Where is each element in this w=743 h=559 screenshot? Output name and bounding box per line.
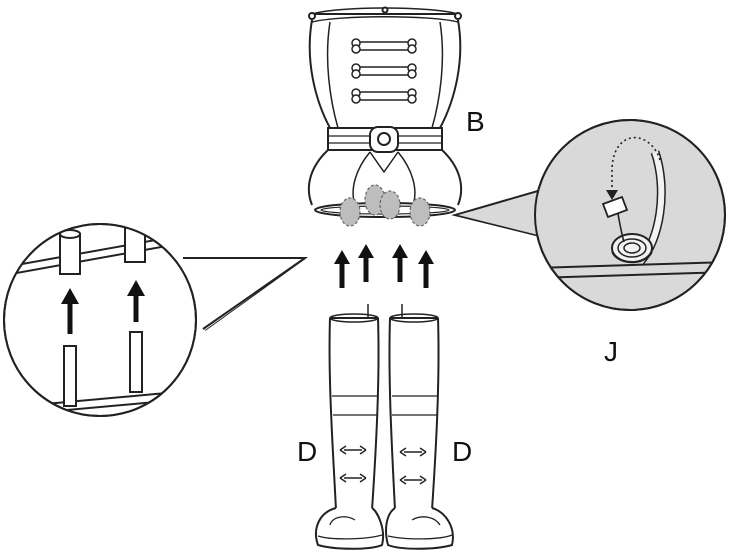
leg-right xyxy=(385,304,454,550)
label-d-right: D xyxy=(452,436,472,467)
dowel-2 xyxy=(351,63,417,79)
label-j: J xyxy=(604,336,618,367)
peg-arrows xyxy=(61,280,145,334)
peg-left xyxy=(59,229,81,275)
torso-dowels xyxy=(351,38,417,104)
label-d-left: D xyxy=(297,436,317,467)
dowel-3 xyxy=(351,88,417,104)
dowel-1 xyxy=(351,38,417,54)
peg-right xyxy=(124,224,146,263)
callout-tie-detail xyxy=(451,119,726,311)
label-b: B xyxy=(466,106,485,137)
assembly-arrows xyxy=(334,244,434,288)
callout-peg-detail xyxy=(3,223,309,417)
torso-frame xyxy=(307,6,463,218)
leg-left xyxy=(315,304,384,550)
connector-tubes xyxy=(339,184,431,227)
